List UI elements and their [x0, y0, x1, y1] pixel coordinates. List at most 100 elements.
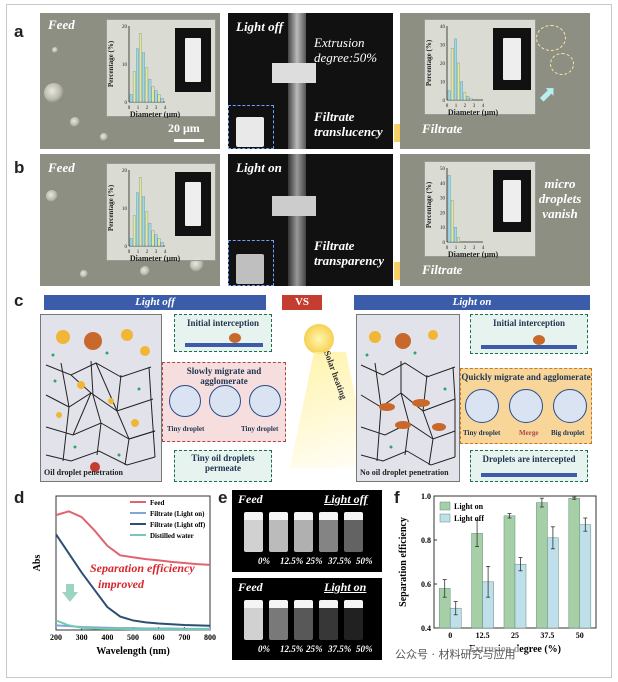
- y-tick-label: 0.8: [421, 536, 431, 545]
- watermark: 公众号 · 材料研究与应用: [392, 646, 519, 662]
- hist-bar: [145, 211, 149, 247]
- x-tick-label: 50: [576, 631, 584, 640]
- big-droplet-icon: [229, 333, 241, 343]
- bar-0: [568, 497, 581, 629]
- oil-droplet: [140, 266, 150, 276]
- header-light-off: Light off: [44, 295, 266, 310]
- hist-y-tick: 40: [440, 25, 446, 30]
- hist-y-label: Percentage (%): [425, 39, 433, 86]
- hist-bar: [129, 238, 133, 247]
- vial: [344, 512, 363, 552]
- hist-x-tick: 4: [164, 250, 167, 255]
- hist-x-tick: 4: [482, 246, 485, 251]
- separation-annotation: Separation efficiency: [90, 561, 195, 575]
- legend-swatch-1: [439, 513, 451, 523]
- bar-1: [547, 537, 559, 629]
- membrane-network-left: [45, 329, 156, 472]
- hist-y-tick: 20: [440, 211, 446, 216]
- pore-cell-2: [509, 389, 543, 423]
- box-right-migrate: Quickly migrate and agglomerate Tiny dro…: [460, 368, 592, 444]
- beaker: [236, 117, 264, 147]
- vial: [269, 600, 288, 640]
- initial-interception-right: Initial interception: [492, 318, 566, 328]
- pct-25: 25%: [306, 556, 323, 566]
- hist-y-label: Percentage (%): [107, 40, 115, 87]
- hist-bar: [457, 237, 460, 243]
- beaker-highlight: [228, 240, 274, 286]
- quickly-migrate-label: Quickly migrate and agglomerate: [461, 372, 591, 382]
- oil-droplet: [46, 190, 58, 202]
- light-on-label: Light on: [236, 160, 282, 175]
- membrane-bar: [481, 473, 577, 477]
- sun-icon: [304, 324, 334, 354]
- hist-x-tick: 1: [137, 250, 140, 255]
- x-tick-label: 800: [204, 633, 216, 642]
- hist-bar: [129, 94, 133, 103]
- hist-bar: [447, 90, 451, 101]
- hist-bar: [132, 71, 136, 103]
- pore-cell-3: [249, 385, 281, 417]
- x-tick-label: 500: [127, 633, 139, 642]
- pct-37: 37.5%: [328, 556, 352, 566]
- panel-label-e: e: [218, 488, 228, 507]
- photo-a-setup: Light off Extrusion degree:50% Filtrate …: [228, 13, 393, 149]
- hist-x-label: Diameter (μm): [130, 254, 181, 262]
- hist-bar: [154, 234, 158, 247]
- vial: [185, 182, 201, 226]
- box-right-intercepted: Droplets are intercepted: [470, 450, 588, 482]
- hist-y-tick: 0: [443, 99, 446, 104]
- hist-y-tick: 50: [440, 167, 446, 172]
- hist-bar: [450, 200, 454, 243]
- x-axis-label: Wavelength (nm): [96, 646, 170, 657]
- hist-x-tick: 0: [446, 104, 449, 109]
- hist-bar: [136, 192, 139, 247]
- vial: [244, 600, 263, 640]
- vial: [503, 180, 521, 222]
- pct-37: 37.5%: [328, 644, 352, 654]
- x-tick-label: 700: [178, 633, 190, 642]
- hist-bar: [460, 81, 464, 101]
- feed-label-b: Feed: [48, 160, 75, 175]
- hist-x-tick: 2: [464, 104, 467, 109]
- hist-bar: [139, 33, 142, 103]
- beaker: [236, 254, 264, 284]
- pore-cell-1: [169, 385, 201, 417]
- hist-x-label: Diameter (μm): [130, 110, 181, 118]
- legend-label-1: Filtrate (Light on): [150, 510, 205, 518]
- syringe-column: [288, 154, 306, 286]
- hist-x-label: Diameter (μm): [448, 250, 499, 258]
- series-line-3: [55, 619, 210, 631]
- hist-y-tick: 30: [440, 197, 446, 202]
- vial: [244, 512, 263, 552]
- hist-x-tick: 4: [482, 104, 485, 109]
- y-axis-label: Abs: [32, 555, 43, 572]
- panel-label-a: a: [14, 22, 24, 41]
- vial: [319, 600, 338, 640]
- vial: [294, 600, 313, 640]
- oil-droplet: [70, 117, 80, 127]
- big-droplet-label: Big droplet: [551, 429, 585, 437]
- separation-annotation-2: improved: [98, 577, 145, 591]
- hist-x-tick: 0: [446, 246, 449, 251]
- light-on-label-e: Light on: [324, 580, 367, 594]
- hist-bar: [136, 48, 139, 103]
- bar-1: [579, 524, 592, 629]
- legend-label-2: Filtrate (Light off): [150, 521, 206, 529]
- pct-12: 12.5%: [280, 644, 304, 654]
- box-left-permeate: Tiny oil droplets permeate: [174, 450, 272, 482]
- hist-bar: [142, 196, 146, 247]
- tiny-droplet-right: Tiny droplet: [463, 429, 501, 437]
- hist-bar: [148, 79, 152, 103]
- hist-x-tick: 4: [164, 106, 167, 111]
- bar-0: [503, 515, 516, 629]
- slowly-migrate-label: Slowly migrate and agglomerate: [186, 366, 262, 386]
- hist-bar: [139, 177, 142, 247]
- x-tick-label: 25: [511, 631, 519, 640]
- hist-y-tick: 10: [440, 81, 446, 86]
- photo-b-setup: Light on Filtrate transparency: [228, 154, 393, 286]
